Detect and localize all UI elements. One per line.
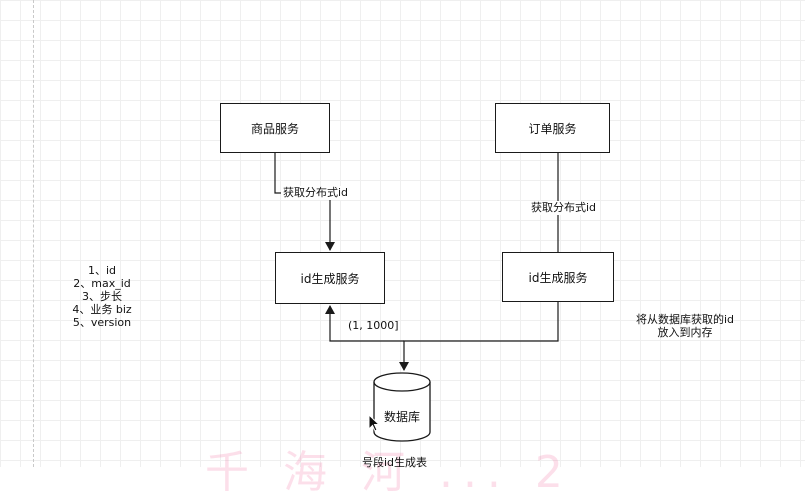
database-cylinder — [373, 372, 431, 442]
edge-id-to-db — [399, 302, 559, 371]
note-line: 放入到内存 — [657, 326, 713, 339]
list-item: 2、max_id — [73, 277, 131, 290]
note-line: 将从数据库获取的id — [635, 313, 735, 326]
goods-service-node[interactable]: 商品服务 — [220, 103, 330, 153]
database-caption: 号段id生成表 — [362, 456, 428, 469]
edge-label-right: 获取分布式id — [529, 201, 599, 215]
id-service-left-label: id生成服务 — [300, 271, 360, 286]
edge-goods-to-id — [274, 153, 335, 251]
goods-service-label: 商品服务 — [250, 121, 299, 136]
memory-note: 将从数据库获取的id 放入到内存 — [630, 313, 740, 339]
list-item: 5、version — [72, 316, 132, 329]
id-service-right-node[interactable]: id生成服务 — [502, 252, 614, 302]
list-item: 1、id — [87, 264, 117, 277]
edge-label-left: 获取分布式id — [281, 186, 351, 200]
connectors — [274, 153, 559, 442]
canvas-left-guide — [33, 0, 34, 467]
id-service-right-label: id生成服务 — [528, 270, 588, 285]
table-fields-list: 1、id 2、max_id 3、步长 4、业务 biz 5、version — [62, 264, 142, 329]
order-service-node[interactable]: 订单服务 — [495, 103, 610, 153]
diagram-canvas — [0, 0, 805, 467]
mouse-cursor-icon — [368, 414, 381, 432]
list-item: 3、步长 — [82, 290, 122, 303]
edge-db-to-id — [325, 305, 404, 342]
order-service-label: 订单服务 — [528, 121, 577, 136]
id-service-left-node[interactable]: id生成服务 — [275, 252, 385, 304]
database-label: 数据库 — [383, 410, 420, 424]
list-item: 4、业务 biz — [72, 303, 132, 316]
range-label: (1, 1000] — [348, 319, 399, 332]
